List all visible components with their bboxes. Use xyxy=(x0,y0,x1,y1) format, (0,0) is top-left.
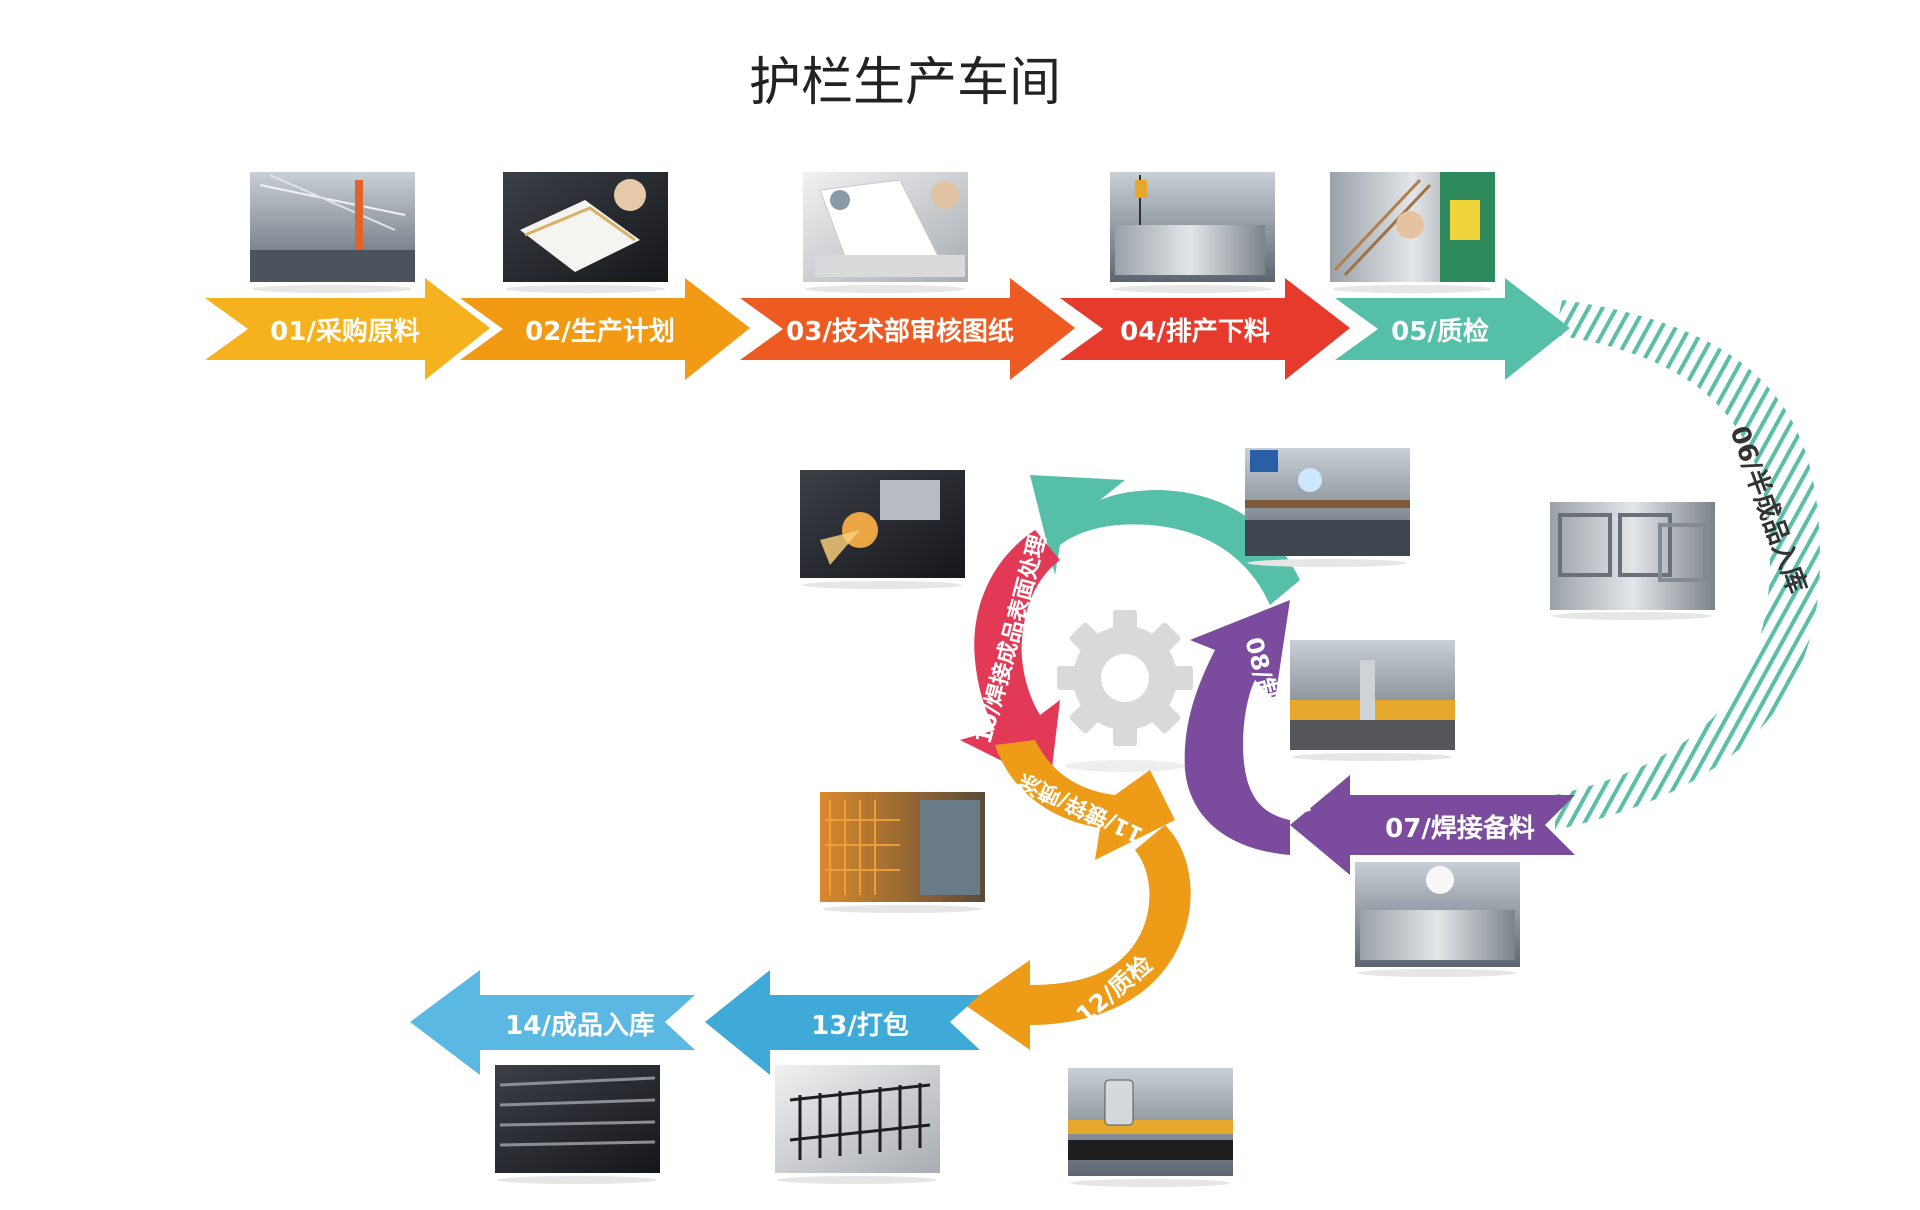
arc-stripe xyxy=(1800,300,1820,830)
arc-stripe xyxy=(1632,300,1820,830)
finished-stack-photo xyxy=(495,1065,660,1184)
step-label: 01/采购原料 xyxy=(270,317,420,347)
step-arrow-05: 05/质检 xyxy=(1335,278,1570,380)
arc-stripe xyxy=(1814,300,1820,830)
arc-stripe xyxy=(1900,280,1920,860)
semi-finished-tubes-photo xyxy=(1550,502,1715,620)
arc-stripe xyxy=(1646,300,1820,830)
arc-stripe xyxy=(1555,300,1592,830)
grinding-photo xyxy=(800,470,965,589)
arc-stripe xyxy=(1844,280,1920,860)
quality-inspection-photo xyxy=(1330,172,1495,293)
arc-stripe xyxy=(1858,280,1920,860)
step-arrow-02: 02/生产计划 xyxy=(460,278,750,380)
step-label: 03/技术部审核图纸 xyxy=(786,316,1014,347)
factory-warehouse-photo xyxy=(250,172,415,293)
welding-stock-photo xyxy=(1355,862,1520,977)
arc-stripe xyxy=(1716,300,1820,830)
step-arrow-13: 13/打包 xyxy=(705,970,980,1075)
gear-icon xyxy=(1057,610,1193,772)
step-arrow-03: 03/技术部审核图纸 xyxy=(740,278,1075,380)
welding-sparks-photo xyxy=(1245,448,1410,567)
drawing-review-photo xyxy=(803,172,968,293)
step-arrow-07: 07/焊接备料 xyxy=(1290,775,1575,875)
step-label: 13/打包 xyxy=(811,1010,909,1041)
arc-stripe xyxy=(1872,280,1920,860)
arc-stripe xyxy=(1730,300,1820,830)
cutting-material-photo xyxy=(1110,172,1275,293)
step-label: 04/排产下料 xyxy=(1120,317,1270,347)
step-arrow-04: 04/排产下料 xyxy=(1060,278,1350,380)
galvanized-panels-photo xyxy=(820,792,985,913)
arc-stripe xyxy=(1830,280,1920,860)
arc-stripe xyxy=(1914,280,1920,860)
step-label: 05/质检 xyxy=(1391,316,1489,347)
arc-stripe xyxy=(1886,280,1920,860)
step-arrow-14: 14/成品入库 xyxy=(410,970,695,1075)
step-label: 07/焊接备料 xyxy=(1385,814,1535,844)
step-arrow-01: 01/采购原料 xyxy=(205,278,490,380)
page-title: 护栏生产车间 xyxy=(749,53,1061,113)
arc-stripe xyxy=(1618,300,1820,830)
packed-fence-photo xyxy=(775,1065,940,1184)
tooling-mold-photo xyxy=(1290,640,1455,761)
step-label: 14/成品入库 xyxy=(505,1011,655,1041)
planning-document-photo xyxy=(503,172,668,293)
step-label: 02/生产计划 xyxy=(525,317,675,347)
step-arrow-12: 12/质检 xyxy=(965,825,1191,1050)
arc-stripe xyxy=(1660,300,1820,830)
thickness-gauge-photo xyxy=(1068,1068,1233,1187)
arc-stripe xyxy=(1744,300,1820,830)
